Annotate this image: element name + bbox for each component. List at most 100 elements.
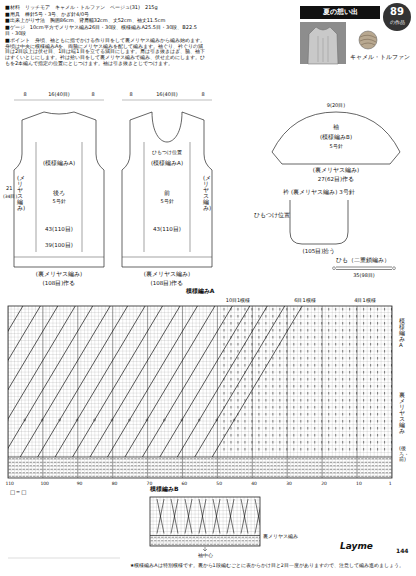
- chart-stroke: [16, 465, 18, 466]
- dimension-label: ひも（二重鎖編み）: [336, 257, 390, 263]
- chart-stroke: [228, 537, 230, 538]
- chart-stroke: [330, 465, 332, 466]
- chart-stroke: [138, 465, 140, 466]
- chart-stroke: [152, 462, 154, 463]
- chart-stroke: [330, 476, 332, 477]
- chart-stroke: [267, 462, 269, 463]
- chart-stroke: [141, 469, 143, 470]
- chart-stroke: [375, 476, 377, 477]
- chart-stroke: [151, 544, 153, 545]
- chart-stroke: [154, 537, 156, 538]
- chart-stroke: [179, 540, 181, 541]
- chart-stroke: [214, 544, 216, 545]
- dimension-label: 8: [91, 92, 94, 98]
- chart-stroke: [8, 306, 23, 457]
- chart-stroke: [50, 458, 52, 459]
- chart-stroke: [127, 462, 129, 463]
- chart-stroke: [389, 462, 391, 463]
- chart-stroke: [326, 465, 328, 466]
- chart-stroke: [50, 476, 52, 477]
- chart-stroke: [96, 472, 98, 473]
- chart-stroke: [190, 476, 192, 477]
- chart-frame: [150, 497, 260, 546]
- chart-stroke: [127, 465, 129, 466]
- chart-stroke: [228, 544, 230, 545]
- chart-stroke: [295, 472, 297, 473]
- chart-stroke: [187, 469, 189, 470]
- chart-stroke: [134, 462, 136, 463]
- dimension-label: 裏メリヤス編み: [399, 392, 405, 434]
- chart-stroke: [169, 465, 171, 466]
- chart-stroke: [82, 458, 84, 459]
- chart-stroke: [189, 540, 191, 541]
- chart-stroke: [201, 472, 203, 473]
- chart-stroke: [148, 458, 150, 459]
- chart-stroke: [314, 308, 315, 455]
- chart-stroke: [232, 469, 234, 470]
- chart-stroke: [185, 499, 192, 534]
- dimension-label: ★模様編みAは特別模様です。裏から1段編むごとに表からかけ目と2目一度があります…: [130, 563, 408, 569]
- chart-stroke: [186, 544, 188, 545]
- chart-stroke: [131, 472, 133, 473]
- chart-stroke: [197, 469, 199, 470]
- chart-stroke: [8, 306, 93, 457]
- chart-stroke: [110, 472, 112, 473]
- chart-stroke: [141, 465, 143, 466]
- dimension-label: 43(110目): [153, 226, 181, 232]
- chart-stroke: [379, 472, 381, 473]
- chart-stroke: [333, 472, 335, 473]
- chart-stroke: [244, 308, 245, 455]
- chart-stroke: [193, 537, 195, 538]
- chart-stroke: [267, 469, 269, 470]
- chart-stroke: [227, 499, 234, 534]
- chart-stroke: [256, 469, 258, 470]
- node-outline: [122, 102, 212, 267]
- chart-stroke: [26, 476, 28, 477]
- chart-stroke: [319, 458, 321, 459]
- chart-stroke: [337, 458, 339, 459]
- dimension-label: 模様編みA: [399, 318, 405, 348]
- chart-stroke: [197, 465, 199, 466]
- chart-stroke: [217, 537, 219, 538]
- chart-stroke: [249, 537, 251, 538]
- chart-stroke: [26, 469, 28, 470]
- dimension-label: □＝□: [10, 489, 26, 495]
- chart-stroke: [358, 458, 360, 459]
- chart-stroke: [30, 458, 32, 459]
- chart-stroke: [302, 465, 304, 466]
- chart-stroke: [389, 465, 391, 466]
- chart-stroke: [37, 469, 39, 470]
- chart-stroke: [40, 472, 42, 473]
- chart-stroke: [82, 469, 84, 470]
- chart-stroke: [110, 462, 112, 463]
- chart-stroke: [375, 472, 377, 473]
- dimension-label: 10: [356, 481, 362, 486]
- chart-stroke: [357, 306, 358, 478]
- chart-stroke: [180, 469, 182, 470]
- dimension-label: 100: [40, 481, 49, 486]
- chart-stroke: [326, 458, 328, 459]
- chart-stroke: [12, 458, 14, 459]
- chart-stroke: [358, 472, 360, 473]
- chart-stroke: [389, 472, 391, 473]
- chart-stroke: [218, 469, 220, 470]
- chart-stroke: [138, 472, 140, 473]
- chart-stroke: [177, 306, 267, 457]
- dimension-label: 43(110目): [45, 226, 73, 232]
- chart-stroke: [204, 472, 206, 473]
- chart-stroke: [201, 458, 203, 459]
- chart-stroke: [235, 544, 237, 545]
- chart-stroke: [277, 472, 279, 473]
- front-piece: (模様編みA)前5号針: [122, 102, 212, 267]
- node-text: 5号針: [160, 199, 173, 205]
- node-text: 衿 (裏メリヤス編み) 3号針: [283, 189, 354, 195]
- node-outline: [290, 200, 348, 244]
- chart-stroke: [239, 462, 241, 463]
- chart-stroke: [57, 462, 59, 463]
- chart-stroke: [9, 462, 11, 463]
- chart-stroke: [319, 462, 321, 463]
- chart-stroke: [263, 462, 265, 463]
- chart-stroke: [150, 535, 260, 536]
- chart-stroke: [59, 419, 61, 421]
